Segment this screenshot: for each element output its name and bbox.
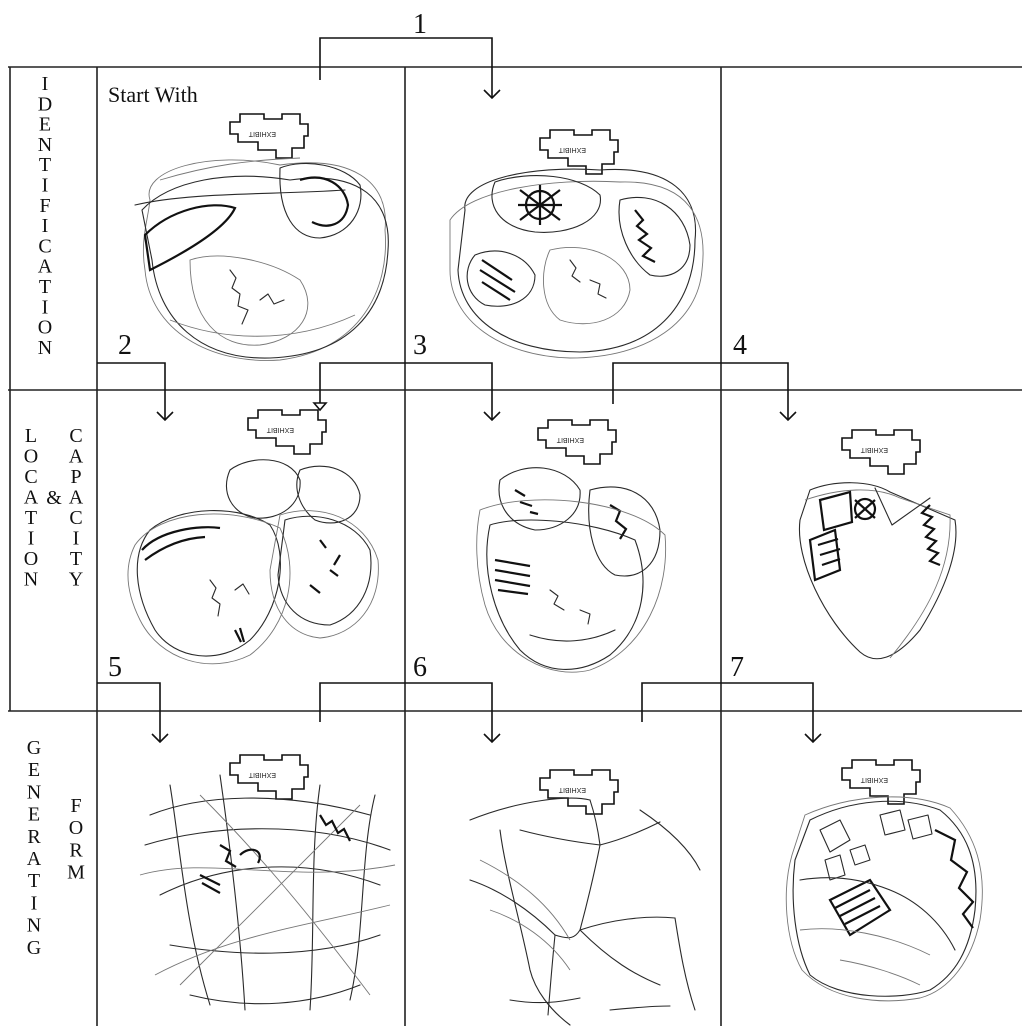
generating-letter-0: G — [27, 737, 41, 759]
generating-letter-3: E — [28, 804, 40, 826]
location-letter-5: I — [28, 528, 35, 550]
capacity-letter-5: I — [73, 528, 80, 550]
identification-letter-13: N — [38, 337, 52, 359]
generating-letter-6: T — [28, 870, 40, 892]
location-letter-0: L — [25, 425, 37, 447]
identification-letter-4: T — [39, 154, 51, 176]
form-letter-3: M — [67, 862, 85, 884]
location-letter-1: O — [24, 446, 38, 468]
sketch-start — [135, 114, 388, 360]
form-letter-2: R — [69, 839, 83, 861]
sketch-step-4 — [799, 430, 956, 659]
identification-letter-0: I — [42, 73, 49, 95]
step-number-6: 6 — [413, 652, 427, 683]
grid-lines — [8, 67, 1022, 1026]
capacity-letter-4: C — [69, 507, 82, 529]
identification-letter-6: F — [39, 195, 50, 217]
capacity-letter-6: T — [70, 548, 82, 570]
identification-letter-12: O — [38, 317, 52, 339]
identification-letter-8: C — [38, 235, 51, 257]
step-number-5: 5 — [108, 652, 122, 683]
capacity-letter-7: Y — [69, 569, 83, 591]
location-letter-4: T — [25, 507, 37, 529]
location-letter-2: C — [24, 466, 37, 488]
identification-letter-1: D — [38, 93, 52, 115]
capacity-letter-0: C — [69, 425, 82, 447]
sketch-step-7 — [786, 760, 982, 1001]
identification-letter-2: E — [39, 114, 51, 136]
sketch-step-6 — [470, 770, 700, 1025]
form-letter-1: O — [69, 817, 83, 839]
location-letter-3: A — [24, 487, 39, 509]
form-letter-0: F — [70, 795, 81, 817]
start-with-label: Start With — [108, 82, 198, 107]
step-number-1: 1 — [413, 9, 427, 40]
small-triangle-icon — [314, 403, 326, 410]
generating-letter-9: G — [27, 937, 41, 959]
identification-letter-3: N — [38, 134, 52, 156]
sketch-step-2 — [128, 410, 378, 664]
capacity-letter-1: A — [69, 446, 84, 468]
sketch-step-5 — [140, 755, 395, 1010]
step-number-4: 4 — [733, 330, 747, 361]
location-letter-7: N — [24, 569, 38, 591]
generating-letter-7: I — [31, 892, 38, 914]
sketch-step-1 — [450, 130, 703, 358]
step-number-7: 7 — [730, 652, 744, 683]
identification-letter-10: T — [39, 276, 51, 298]
identification-letter-11: I — [42, 296, 49, 318]
generating-letter-4: R — [27, 826, 41, 848]
generating-letter-8: N — [27, 915, 41, 937]
step-number-3: 3 — [413, 330, 427, 361]
identification-letter-9: A — [38, 256, 53, 278]
sketch-step-3 — [477, 420, 666, 672]
identification-letter-5: I — [42, 175, 49, 197]
capacity-letter-2: P — [70, 466, 81, 488]
generating-letter-5: A — [27, 848, 42, 870]
capacity-letter-3: A — [69, 487, 84, 509]
generating-letter-1: E — [28, 759, 40, 781]
ampersand-label: & — [46, 487, 62, 509]
location-letter-6: O — [24, 548, 38, 570]
generating-letter-2: N — [27, 781, 41, 803]
identification-letter-7: I — [42, 215, 49, 237]
step-number-2: 2 — [118, 330, 132, 361]
